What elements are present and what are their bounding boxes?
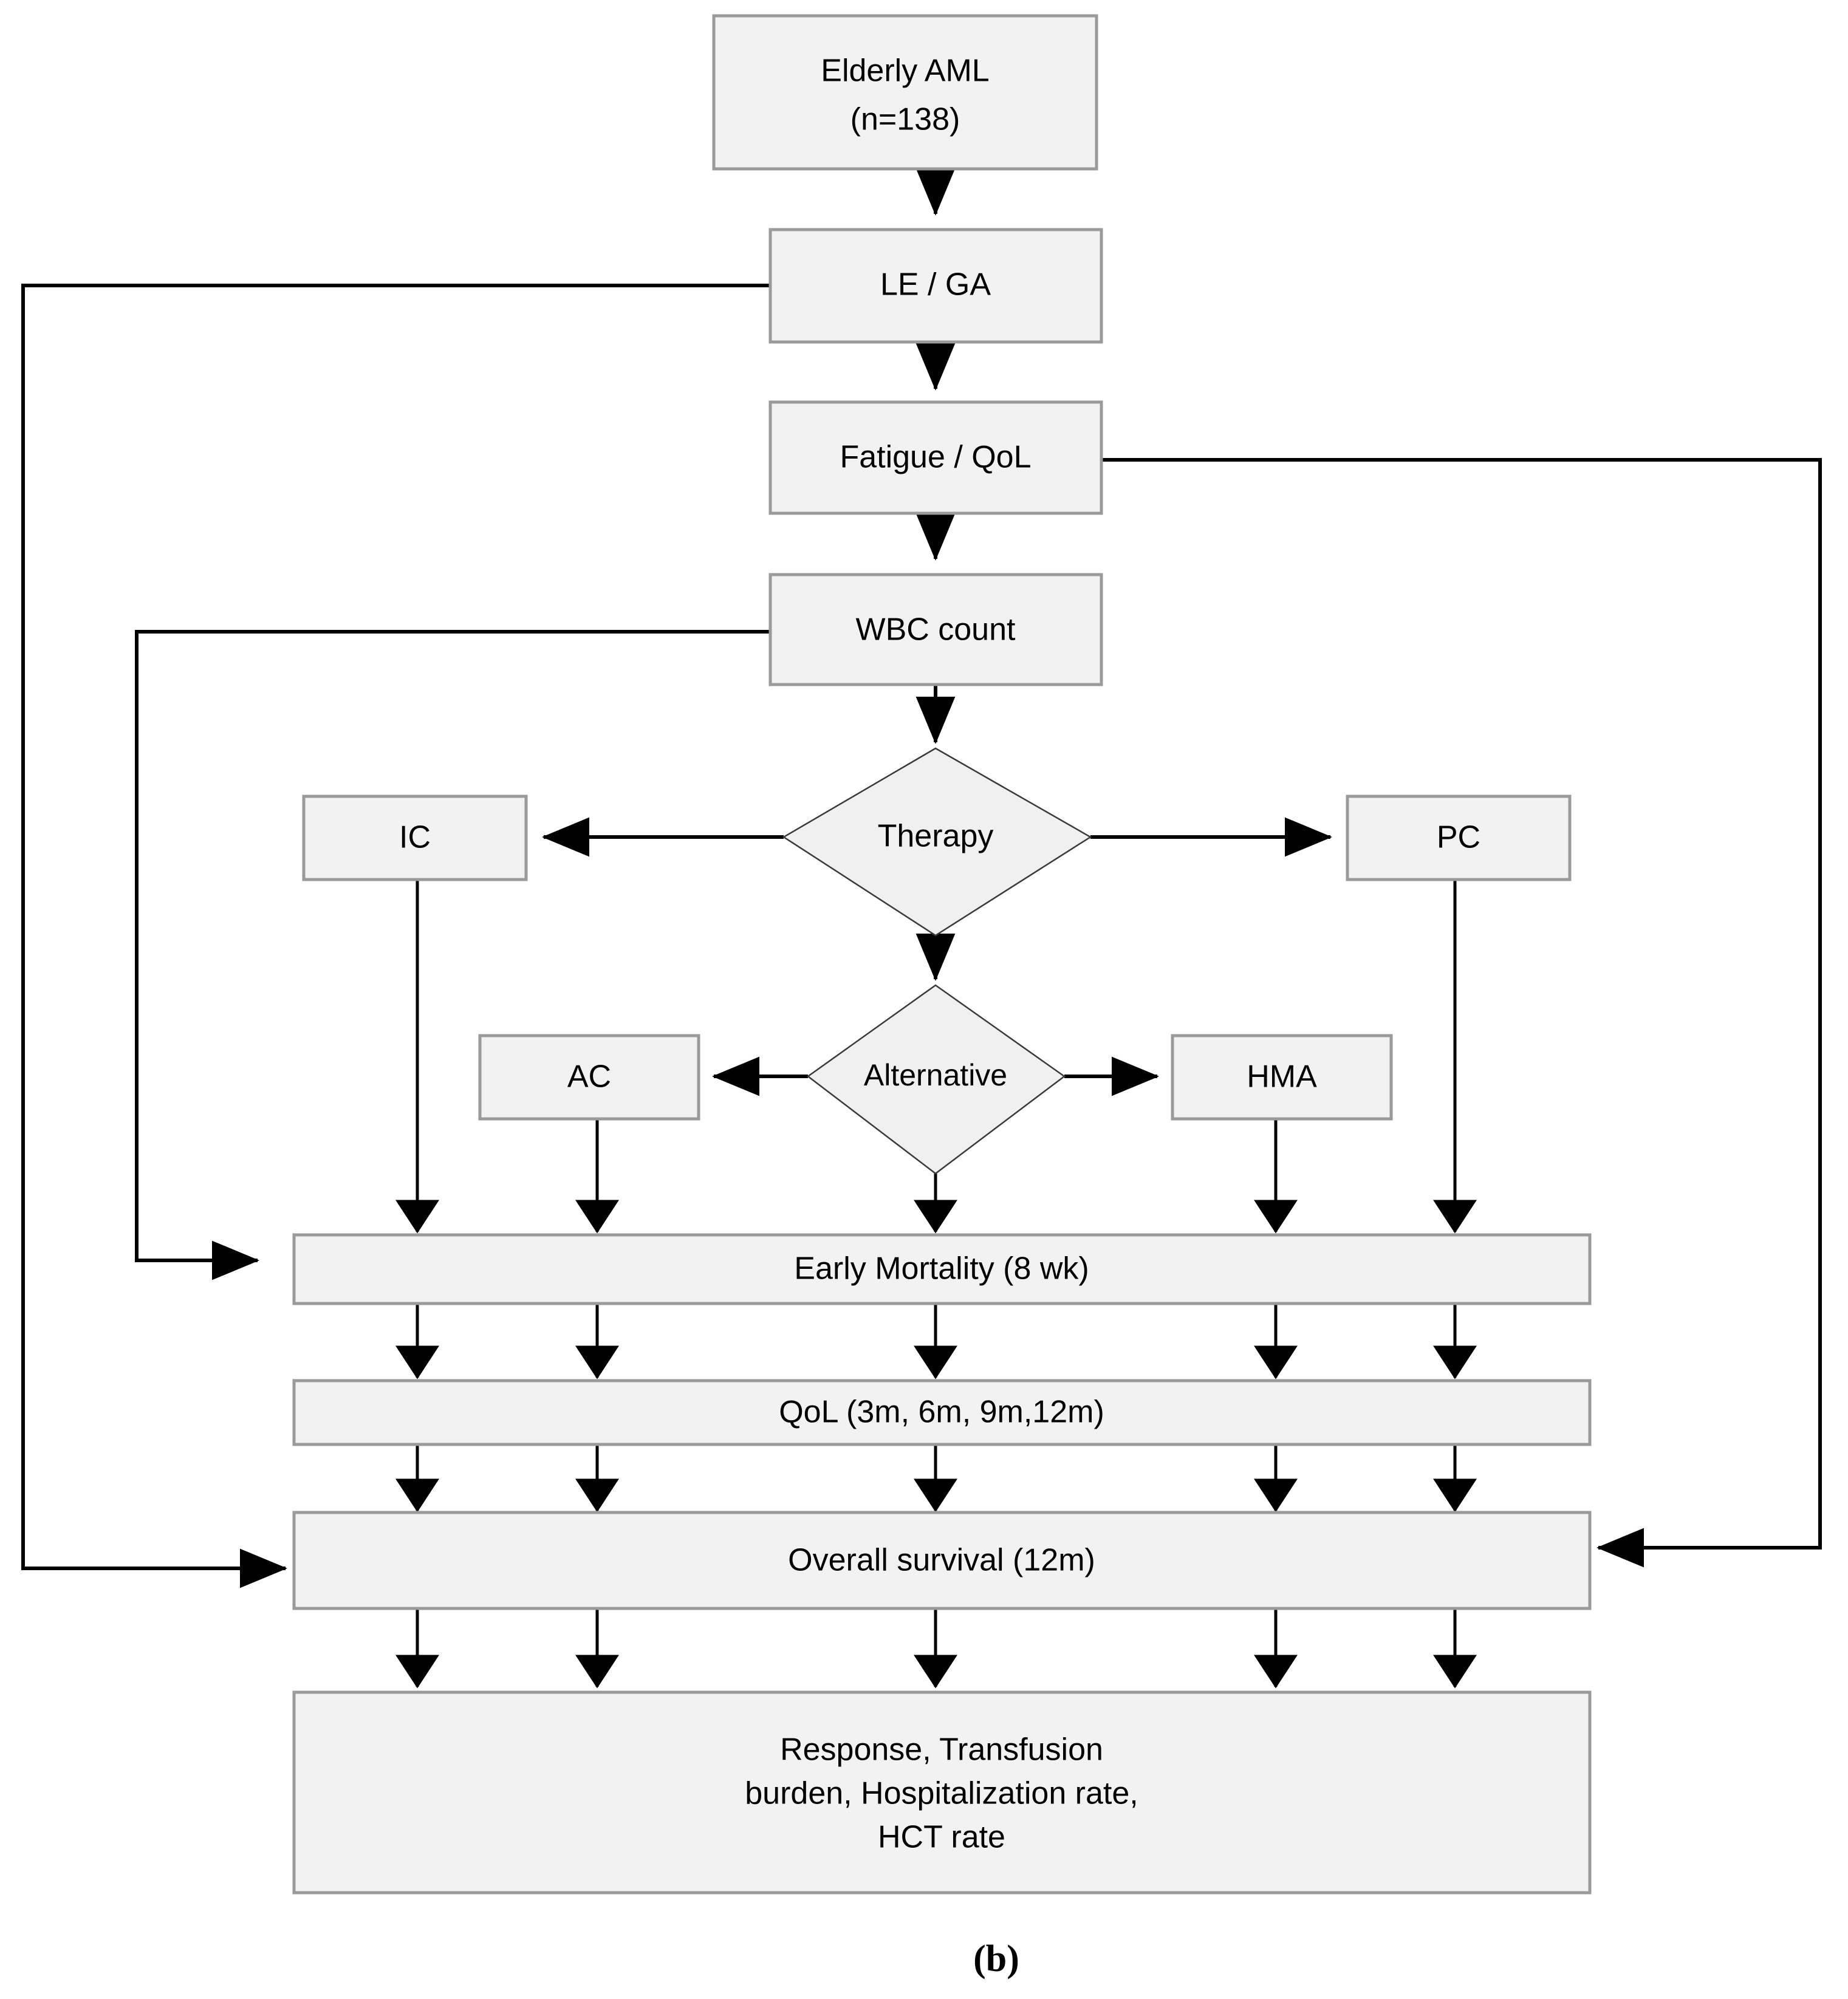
node-ic-label: IC — [399, 820, 431, 855]
node-wbc-count-box — [768, 573, 1103, 686]
node-pc-box — [1346, 794, 1572, 881]
node-overall-survival-label: Overall survival (12m) — [788, 1543, 1095, 1578]
node-qol-timepoints-label: QoL (3m, 6m, 9m,12m) — [779, 1395, 1104, 1430]
node-cohort-box — [712, 14, 1098, 171]
node-therapy: Therapy — [782, 747, 1092, 937]
node-le-ga: LE / GA — [768, 228, 1103, 344]
node-overall-survival-box — [292, 1511, 1592, 1610]
node-secondary-outcomes-line3: HCT rate — [878, 1820, 1005, 1855]
node-hma-label: HMA — [1247, 1059, 1317, 1095]
node-pc-label: PC — [1437, 820, 1480, 855]
node-hma-box — [1171, 1034, 1393, 1121]
edge-feedback-wbc-to-early-mortality — [135, 630, 770, 1280]
node-wbc-count: WBC count — [768, 573, 1103, 686]
node-le-ga-label: LE / GA — [880, 267, 991, 302]
figure-caption: (b) — [973, 1938, 1019, 1980]
node-fatigue-qol-label: Fatigue / QoL — [840, 440, 1031, 475]
node-therapy-label: Therapy — [878, 819, 994, 854]
node-secondary-outcomes: Response, Transfusion burden, Hospitaliz… — [292, 1690, 1592, 1895]
node-secondary-outcomes-line1: Response, Transfusion — [780, 1732, 1103, 1768]
node-secondary-outcomes-line2: burden, Hospitalization rate, — [745, 1776, 1138, 1811]
node-pc: PC — [1346, 794, 1572, 881]
node-secondary-outcomes-box — [292, 1690, 1592, 1895]
node-qol-timepoints-box — [292, 1379, 1592, 1446]
edge-feedback-le-ga-to-overall-survival — [21, 284, 770, 1588]
node-therapy-diamond — [782, 747, 1092, 937]
node-overall-survival: Overall survival (12m) — [292, 1511, 1592, 1610]
node-alternative: Alternative — [806, 984, 1066, 1175]
node-ic: IC — [302, 794, 528, 881]
node-ac: AC — [478, 1034, 700, 1121]
node-cohort-line2: (n=138) — [850, 102, 960, 137]
node-qol-timepoints: QoL (3m, 6m, 9m,12m) — [292, 1379, 1592, 1446]
node-ic-box — [302, 794, 528, 881]
node-alternative-label: Alternative — [864, 1058, 1007, 1092]
node-fatigue-qol: Fatigue / QoL — [768, 400, 1103, 515]
node-hma: HMA — [1171, 1034, 1393, 1121]
node-early-mortality-box — [292, 1233, 1592, 1305]
node-wbc-count-label: WBC count — [856, 612, 1016, 648]
node-ac-box — [478, 1034, 700, 1121]
node-le-ga-box — [768, 228, 1103, 344]
edge-feedback-fatigue-to-overall-survival — [1101, 458, 1822, 1568]
node-fatigue-qol-box — [768, 400, 1103, 515]
node-ac-label: AC — [567, 1059, 611, 1095]
node-cohort: Elderly AML (n=138) — [712, 14, 1098, 171]
node-early-mortality: Early Mortality (8 wk) — [292, 1233, 1592, 1305]
node-early-mortality-label: Early Mortality (8 wk) — [794, 1251, 1089, 1287]
node-alternative-diamond — [806, 984, 1066, 1175]
node-cohort-line1: Elderly AML — [821, 53, 989, 89]
